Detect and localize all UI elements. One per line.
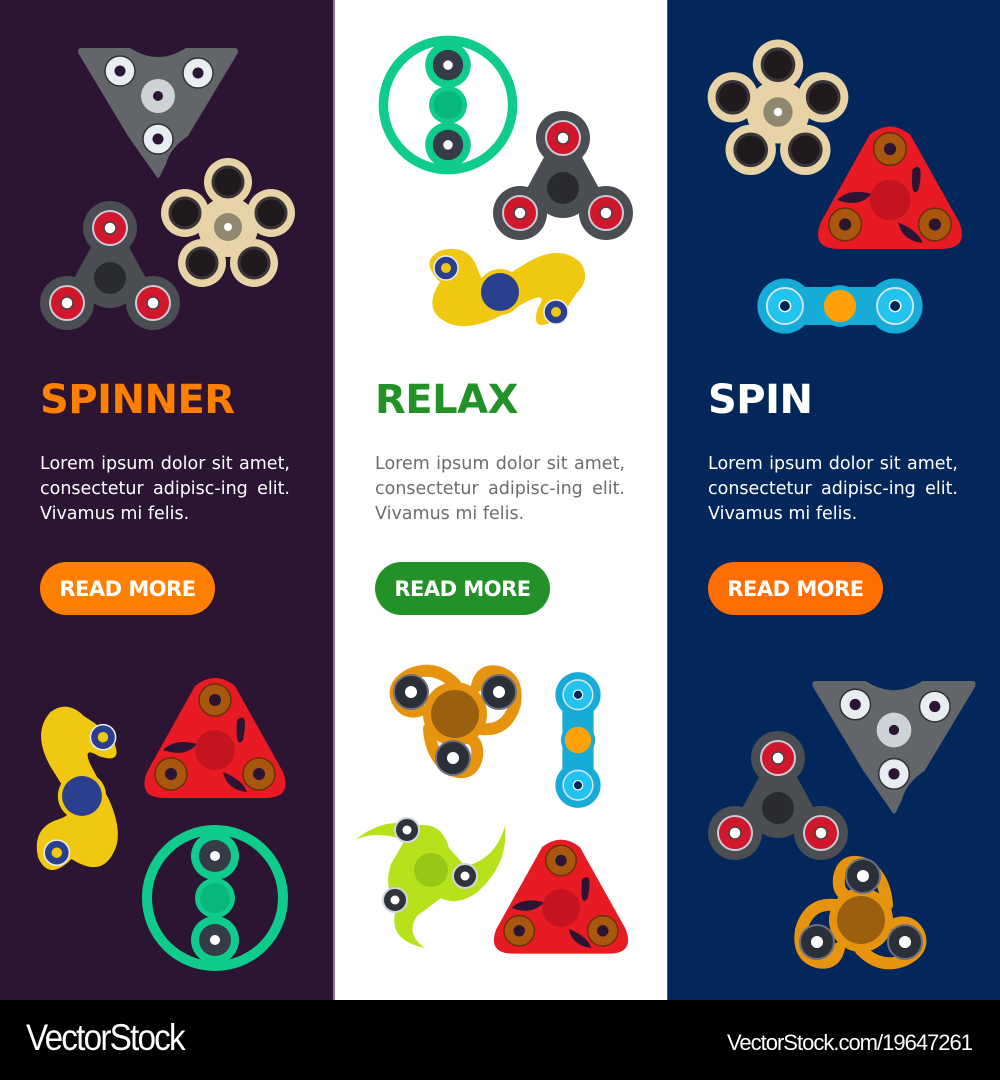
bar-spinner-blue-icon: [554, 671, 602, 809]
spinner-illustrations-bottom: [0, 640, 333, 1000]
banner-title: SPIN: [708, 377, 813, 423]
s-spinner-yellow-icon: [35, 705, 119, 871]
triangle-spinner-red-icon: [493, 838, 629, 955]
ring-spinner-green-icon: [147, 830, 283, 966]
tri-spinner-dark-icon: [707, 730, 849, 861]
five-lobe-spinner-beige-icon: [159, 156, 297, 289]
curl-spinner-orange-icon: [394, 671, 516, 775]
banner-spin: SPIN Lorem ipsum dolor sit amet, consect…: [667, 0, 1000, 1000]
watermark-footer: VectorStock VectorStock.com/19647261: [0, 1000, 1000, 1080]
vectorstock-logo: VectorStock: [26, 1017, 186, 1058]
banner-title: RELAX: [375, 377, 518, 423]
tri-spinner-dark-icon: [492, 110, 634, 241]
curl-spinner-orange-icon: [800, 859, 922, 963]
spinner-illustrations-bottom: [668, 640, 1000, 1000]
spinner-illustrations-top: [668, 0, 1000, 360]
triangle-spinner-gray-icon: [77, 47, 239, 179]
triangle-spinner-red-icon: [817, 125, 963, 250]
spinner-illustrations-top: [335, 0, 667, 360]
banner-relax: RELAX Lorem ipsum dolor sit amet, consec…: [333, 0, 667, 1000]
spinner-illustrations-bottom: [335, 640, 667, 1000]
bar-spinner-blue-icon: [756, 277, 924, 335]
banner-set: SPINNER Lorem ipsum dolor sit amet, cons…: [0, 0, 1000, 1000]
read-more-button[interactable]: READ MORE: [375, 562, 550, 615]
banner-title: SPINNER: [40, 377, 235, 423]
banner-body-text: Lorem ipsum dolor sit amet, consectetur …: [40, 454, 290, 524]
image-url: VectorStock.com/19647261: [726, 1030, 973, 1055]
spinner-illustrations-top: [0, 0, 333, 360]
banner-spinner: SPINNER Lorem ipsum dolor sit amet, cons…: [0, 0, 333, 1000]
read-more-button[interactable]: READ MORE: [708, 562, 883, 615]
ring-spinner-green-icon: [383, 40, 512, 169]
banner-body-text: Lorem ipsum dolor sit amet, consectetur …: [708, 454, 958, 524]
triangle-spinner-red-icon: [143, 677, 287, 799]
triangle-spinner-gray-icon: [811, 680, 977, 815]
banner-body-text: Lorem ipsum dolor sit amet, consectetur …: [375, 454, 625, 524]
read-more-button[interactable]: READ MORE: [40, 562, 215, 615]
five-lobe-spinner-beige-icon: [706, 37, 850, 177]
tri-spinner-dark-icon: [39, 200, 181, 331]
s-spinner-yellow-icon: [428, 248, 586, 327]
blade-spinner-lime-icon: [354, 817, 507, 949]
